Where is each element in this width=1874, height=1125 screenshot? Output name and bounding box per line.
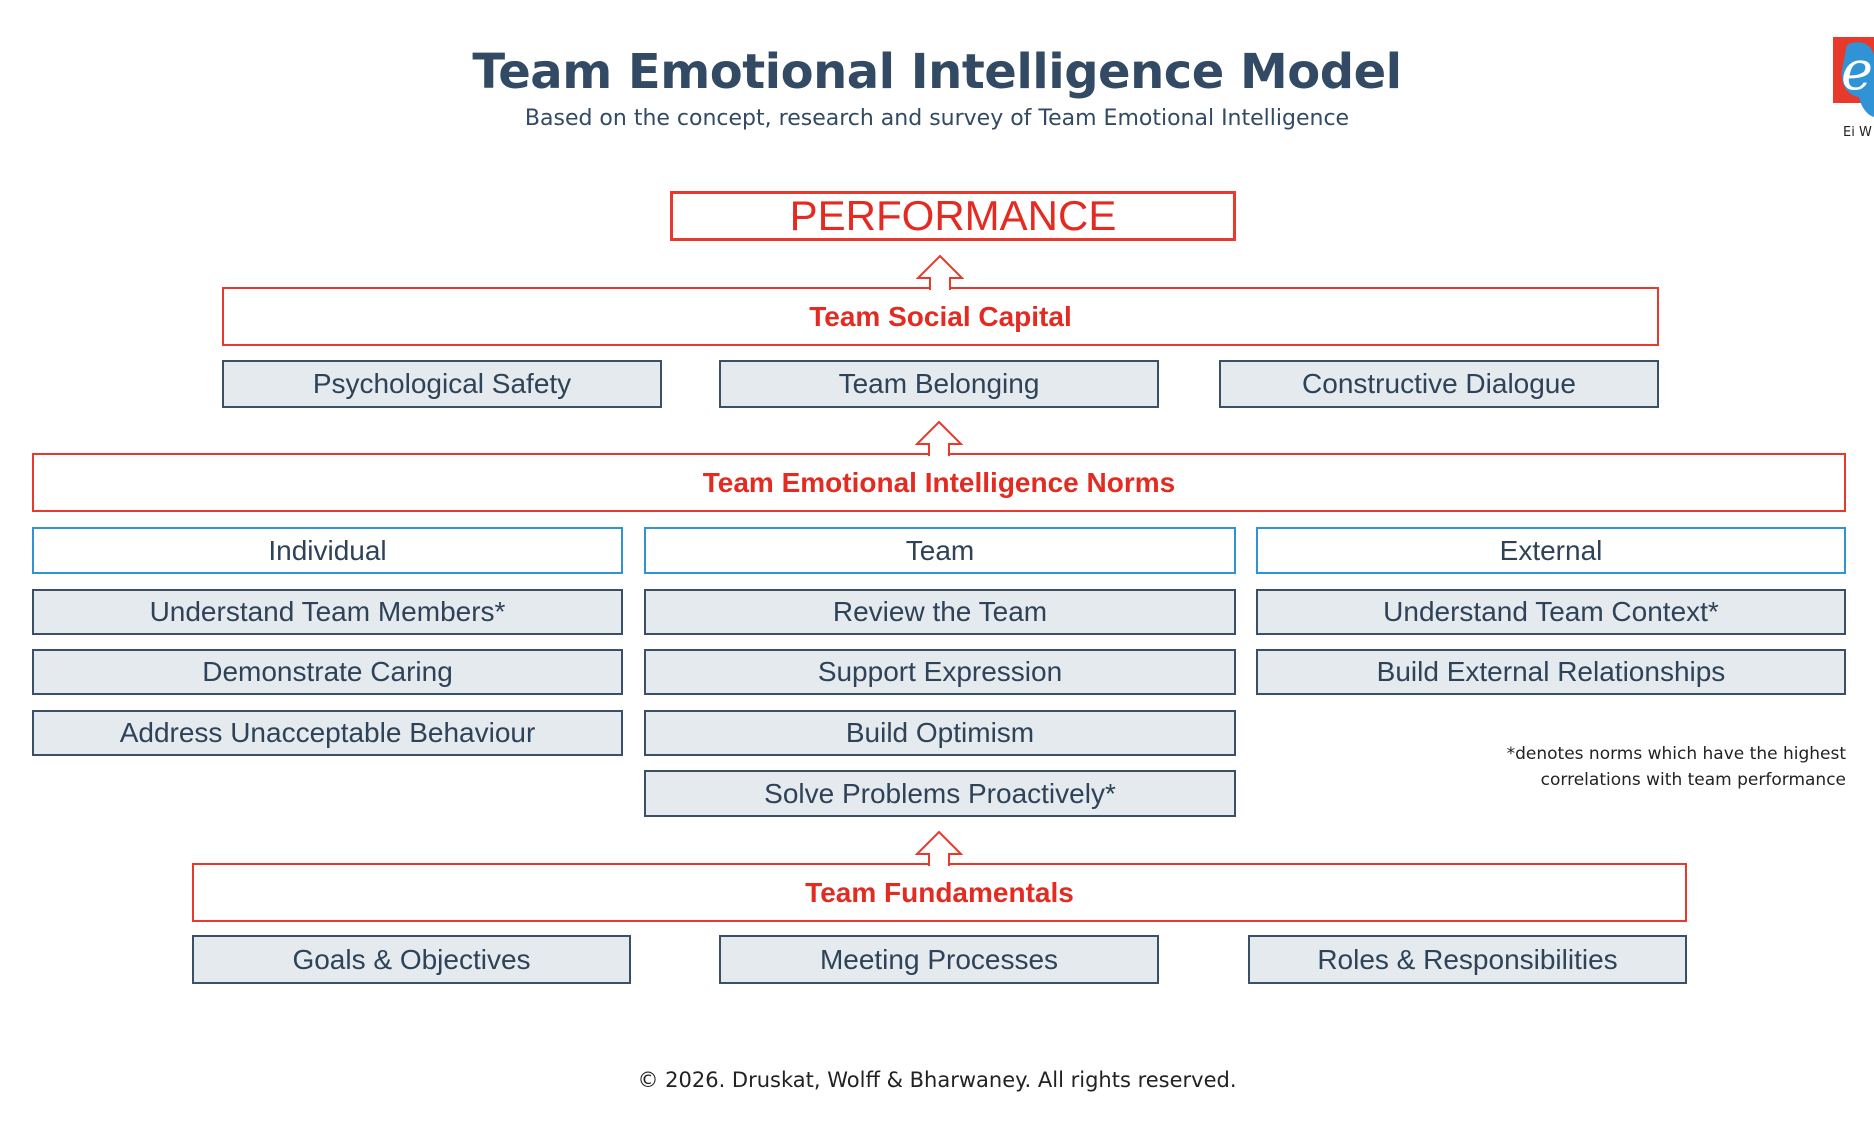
social-capital-item: Psychological Safety <box>222 360 662 408</box>
item-label: Goals & Objectives <box>292 943 531 975</box>
team-ei-norms-label: Team Emotional Intelligence Norms <box>702 466 1176 498</box>
norm-item: Demonstrate Caring <box>32 649 623 695</box>
svg-text:e: e <box>1841 39 1873 102</box>
item-label: Support Expression <box>817 656 1063 687</box>
team-fundamentals-box: Team Fundamentals <box>192 863 1687 922</box>
norm-item: Understand Team Members* <box>32 589 623 635</box>
fundamentals-item: Roles & Responsibilities <box>1248 935 1687 984</box>
norm-item: Review the Team <box>644 589 1236 635</box>
ei-world-logo-icon: e <box>1833 37 1874 117</box>
up-arrow-icon <box>915 830 963 866</box>
item-label: Psychological Safety <box>312 368 572 399</box>
item-label: Meeting Processes <box>819 943 1059 975</box>
fundamentals-item: Meeting Processes <box>719 935 1159 984</box>
norm-item: Support Expression <box>644 649 1236 695</box>
footnote-line-1: *denotes norms which have the highest <box>1506 744 1846 764</box>
page-title: Team Emotional Intelligence Model <box>472 44 1402 100</box>
performance-box: PERFORMANCE <box>670 191 1236 241</box>
item-label: Roles & Responsibilities <box>1317 943 1618 975</box>
item-label: Solve Problems Proactively* <box>764 777 1116 809</box>
norm-item: Build Optimism <box>644 710 1236 756</box>
up-arrow-icon <box>916 254 964 290</box>
team-ei-norms-box: Team Emotional Intelligence Norms <box>32 453 1846 512</box>
item-label: Understand Team Members* <box>149 596 506 627</box>
column-header-individual: Individual <box>32 527 623 574</box>
ei-world-logo: e Ei W <box>1833 37 1874 143</box>
social-capital-item: Constructive Dialogue <box>1219 360 1659 408</box>
social-capital-item: Team Belonging <box>719 360 1159 408</box>
column-header-external: External <box>1256 527 1846 574</box>
item-label: Team Belonging <box>838 368 1040 399</box>
item-label: Understand Team Context* <box>1383 596 1719 627</box>
norm-item: Address Unacceptable Behaviour <box>32 710 623 756</box>
norm-item: Understand Team Context* <box>1256 589 1846 635</box>
column-header-label: Individual <box>268 534 387 566</box>
performance-label: PERFORMANCE <box>789 192 1117 239</box>
item-label: Build External Relationships <box>1376 656 1726 687</box>
item-label: Constructive Dialogue <box>1302 368 1576 399</box>
column-header-label: Team <box>905 534 975 566</box>
fundamentals-item: Goals & Objectives <box>192 935 631 984</box>
up-arrow-icon <box>915 420 963 456</box>
team-social-capital-label: Team Social Capital <box>809 300 1072 332</box>
item-label: Review the Team <box>832 596 1048 627</box>
footnote-line-2: correlations with team performance <box>1540 770 1846 790</box>
copyright-footer: © 2026. Druskat, Wolff & Bharwaney. All … <box>637 1068 1237 1092</box>
item-label: Demonstrate Caring <box>202 656 453 687</box>
page-subtitle: Based on the concept, research and surve… <box>524 106 1350 131</box>
item-label: Build Optimism <box>845 717 1035 748</box>
norm-item: Build External Relationships <box>1256 649 1846 695</box>
norm-item: Solve Problems Proactively* <box>644 770 1236 817</box>
logo-text: Ei W <box>1843 125 1872 140</box>
item-label: Address Unacceptable Behaviour <box>119 717 536 748</box>
column-header-label: External <box>1499 534 1603 566</box>
team-fundamentals-label: Team Fundamentals <box>805 876 1074 908</box>
team-social-capital-box: Team Social Capital <box>222 287 1659 346</box>
column-header-team: Team <box>644 527 1236 574</box>
